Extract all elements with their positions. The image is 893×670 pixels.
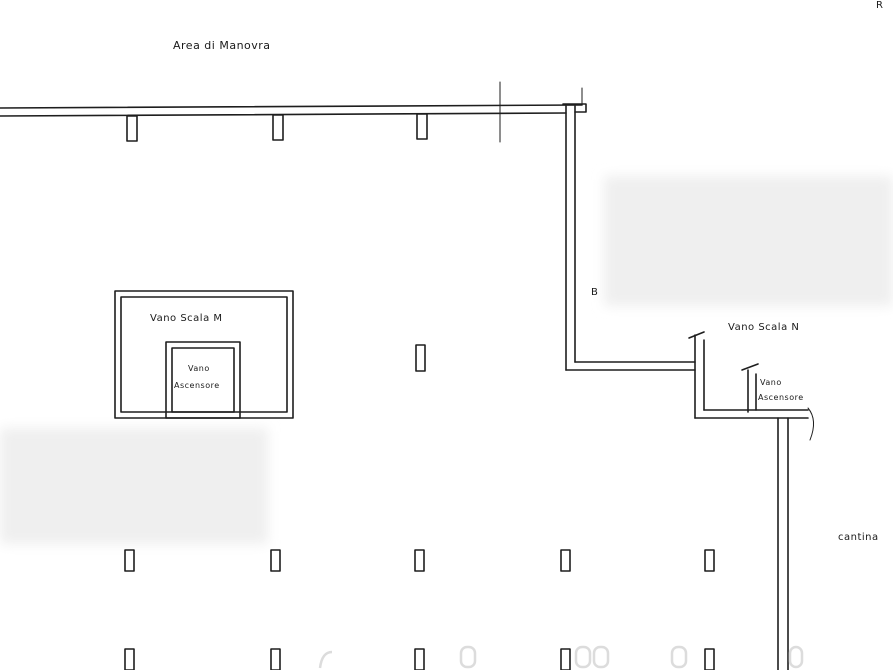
right-vertical-wall (562, 87, 587, 371)
label-stair-well-n: Vano Scala N (728, 322, 799, 333)
label-elevator-m-line1: Vano (188, 364, 210, 373)
watermark-remnants (318, 645, 804, 669)
pillar-row-1 (124, 549, 715, 572)
label-elevator-n-line1: Vano (760, 378, 782, 387)
redacted-patch-left (0, 428, 268, 544)
label-stair-well-m: Vano Scala M (150, 313, 223, 324)
top-perimeter-wall (0, 81, 583, 143)
label-elevator-n-line2: Ascensore (758, 393, 804, 402)
label-maneuver-area: Area di Manovra (173, 39, 271, 52)
elevator-n-walls (741, 363, 814, 441)
redacted-patch-right (604, 176, 893, 306)
pillar-row-2 (124, 648, 715, 670)
lower-right-wall (777, 417, 789, 670)
elevator-m (165, 341, 241, 419)
label-top-edge-mark: R (876, 0, 883, 11)
label-elevator-m-line2: Ascensore (174, 381, 220, 390)
step-horizontal-wall (565, 361, 696, 371)
stair-well-m (114, 290, 294, 419)
label-continued: cantina (838, 532, 879, 543)
label-corner-mark: B (591, 287, 598, 298)
pillar-middle (415, 344, 426, 372)
top-wall-pillars (126, 113, 428, 142)
